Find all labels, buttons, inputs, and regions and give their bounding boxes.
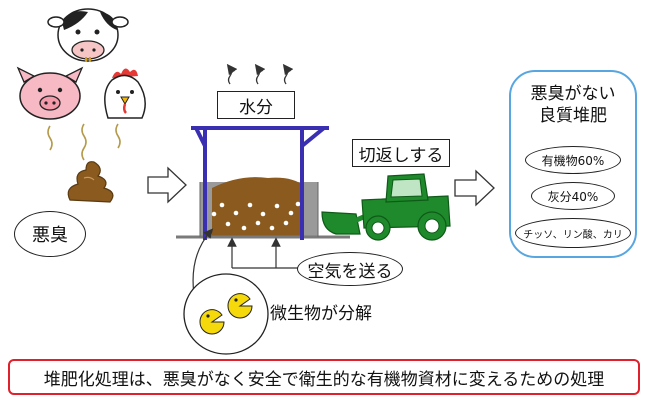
manure-icon (67, 161, 114, 203)
microbes-label: 微生物が分解 (270, 304, 372, 324)
cow-icon (47, 8, 129, 62)
caption-box: 堆肥化処理は、悪臭がなく安全で衛生的な有機物資材に変えるための処理 (8, 359, 640, 395)
pig-icon (16, 66, 84, 120)
compost-pile-icon (176, 126, 350, 240)
flow-arrow-2 (454, 169, 495, 207)
moisture-label: 水分 (217, 91, 295, 119)
odor-lines (47, 123, 121, 161)
result-item-npk: チッソ、リン酸、カリ (515, 218, 631, 248)
steam-icon (226, 63, 294, 85)
chicken-icon (104, 68, 146, 119)
result-title-line1: 悪臭がない (530, 84, 616, 104)
loader-tractor-icon (321, 173, 451, 241)
microbe-icon (183, 273, 269, 355)
result-title-line2: 良質堆肥 (539, 106, 607, 126)
flow-arrow-1 (147, 166, 187, 204)
odor-label: 悪臭 (14, 211, 86, 257)
result-item-ash: 灰分40% (531, 182, 615, 210)
turning-label: 切返しする (352, 139, 450, 167)
air-label: 空気を送る (297, 252, 403, 286)
result-item-organic: 有機物60% (525, 146, 621, 174)
result-panel: 悪臭がない 良質堆肥 有機物60% 灰分40% チッソ、リン酸、カリ (509, 70, 637, 258)
caption-text: 堆肥化処理は、悪臭がなく安全で衛生的な有機物資材に変えるための処理 (43, 369, 605, 390)
